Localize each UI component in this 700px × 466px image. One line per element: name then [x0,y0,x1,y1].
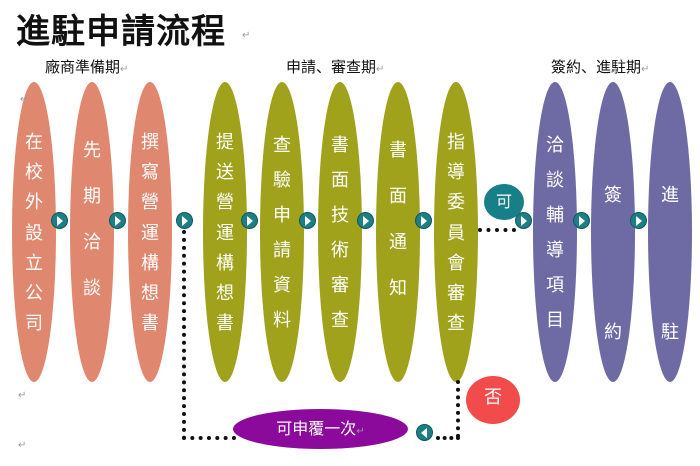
next-arrow-icon [515,212,532,229]
approve-label: 可 [495,192,512,211]
back-arrow-icon [416,424,433,441]
title-return-mark: ↵ [242,30,251,41]
step-pill-10 [591,82,635,382]
step-text-9: 洽 談 輔 導 項 目 [546,135,564,332]
step-text-5: 查 驗 申 請 資 料 [273,135,291,332]
step-text-1: 在 校 外 設 立 公 司 [25,132,43,335]
next-arrow-icon [630,212,647,229]
next-arrow-icon [415,212,432,229]
phase-label-prep-text: 廠商準備期 [45,58,121,76]
reject-badge: 否 [466,376,520,424]
step-pill-2 [70,82,114,382]
step-text-3: 撰 寫 營 運 構 想 書 [141,132,159,335]
next-arrow-icon [51,212,68,229]
step-pill-8 [434,82,478,382]
step-pill-5 [260,82,304,382]
step-text-11: 進 駐 [661,185,679,343]
approve-connector [478,228,516,232]
return-mark: ↵ [120,64,129,75]
reject-label: 否 [484,387,502,408]
step-text-10: 簽 約 [604,185,622,343]
step-text-8: 指 導 委 員 會 審 查 [447,132,465,335]
step-pill-11 [648,82,692,382]
next-arrow-icon [109,212,126,229]
next-arrow-icon [573,212,590,229]
resubmit-connector-horizontal [182,436,236,440]
reject-connector-horizontal [436,436,460,440]
phase-label-signing-text: 簽約、進駐期 [551,58,642,76]
step-pill-9 [533,82,577,382]
phase-label-signing: 簽約、進駐期↵ [551,56,649,77]
phase-label-review-text: 申請、審查期 [286,58,377,76]
return-mark: ↵ [376,64,385,75]
phase-label-prep: 廠商準備期↵ [45,56,128,77]
step-text-6: 書 面 技 術 審 查 [331,135,349,332]
page-title: 進駐申請流程 [16,12,226,52]
next-arrow-icon [299,212,316,229]
next-arrow-icon [176,212,193,229]
reject-connector-vertical [456,380,460,438]
resubmit-connector-vertical [182,230,186,440]
step-text-7: 書 面 通 知 [389,140,407,299]
step-text-2: 先 期 洽 談 [83,140,101,299]
step-pill-3 [128,82,172,382]
step-text-4: 提 送 營 運 構 想 書 [216,132,234,335]
approve-badge: 可 [484,184,524,220]
next-arrow-icon [241,212,258,229]
paragraph-mark: ↵ [18,440,27,451]
next-arrow-icon [357,212,374,229]
step-pill-1 [12,82,56,382]
paragraph-mark: ↵ [20,94,29,105]
step-pill-4 [203,82,247,382]
resubmit-pill: 可申覆一次↵ [233,409,408,449]
return-mark: ↵ [641,64,650,75]
resubmit-label: 可申覆一次 [276,419,357,438]
phase-label-review: 申請、審查期↵ [286,56,384,77]
paragraph-mark: ↵ [18,390,27,401]
return-mark: ↵ [356,426,365,437]
step-pill-6 [318,82,362,382]
step-pill-7 [376,82,420,382]
